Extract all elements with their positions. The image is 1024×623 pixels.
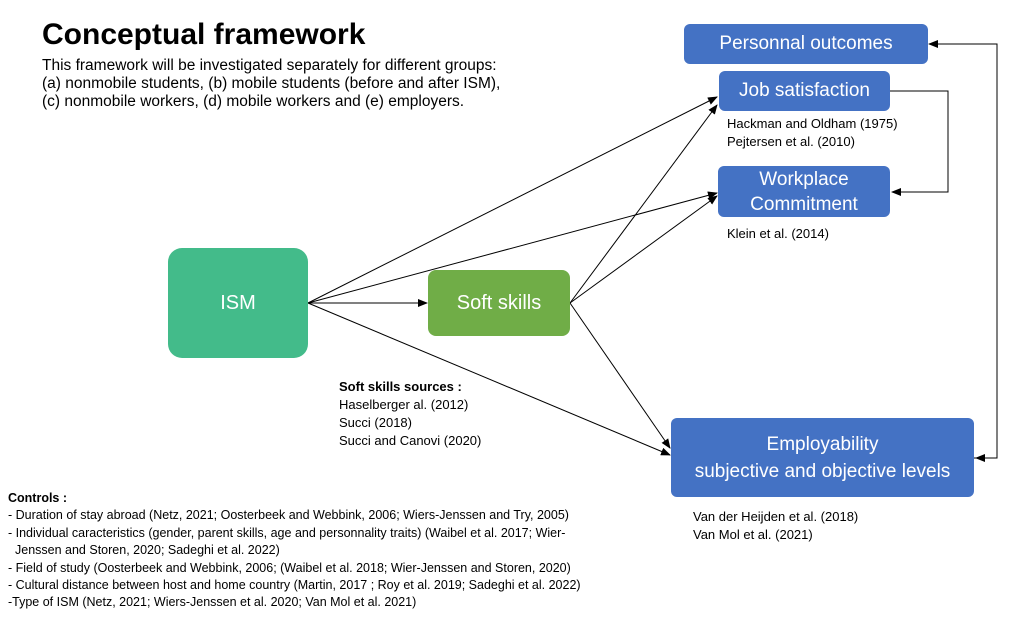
arrow-soft-workplace-commitment bbox=[569, 195, 718, 304]
controls-item: Jenssen and Storen, 2020; Sadeghi et al.… bbox=[15, 543, 280, 558]
node-employability: Employability subjective and objective l… bbox=[671, 418, 974, 497]
reference: Haselberger al. (2012) bbox=[339, 397, 469, 412]
reference: Pejtersen et al. (2010) bbox=[727, 134, 855, 149]
controls-item: - Field of study (Oosterbeek and Webbink… bbox=[8, 560, 571, 575]
arrow-soft-job-satisfaction bbox=[569, 104, 718, 304]
node-workplace-commitment-label: Workplace bbox=[759, 168, 849, 190]
arrow-ism-employability bbox=[307, 302, 671, 456]
intro-line: This framework will be investigated sepa… bbox=[42, 57, 497, 74]
refs-workplace-commitment: Klein et al. (2014) bbox=[727, 225, 829, 243]
node-job-satisfaction-label: Job satisfaction bbox=[739, 80, 870, 101]
node-ism-label: ISM bbox=[220, 291, 256, 314]
reference: Van Mol et al. (2021) bbox=[693, 527, 813, 542]
node-workplace-commitment-label: Commitment bbox=[750, 193, 858, 215]
node-job-satisfaction: Job satisfaction bbox=[719, 71, 890, 111]
node-personal-outcomes-label: Personnal outcomes bbox=[719, 33, 893, 54]
reference: Hackman and Oldham (1975) bbox=[727, 116, 898, 131]
node-employability-sublabel: subjective and objective levels bbox=[694, 460, 951, 482]
intro-text: This framework will be investigated sepa… bbox=[42, 57, 500, 111]
controls-item: - Duration of stay abroad (Netz, 2021; O… bbox=[8, 508, 569, 523]
controls-list: Controls : - Duration of stay abroad (Ne… bbox=[8, 490, 581, 612]
node-workplace-commitment: Workplace Commitment bbox=[718, 166, 890, 217]
node-soft-skills-label: Soft skills bbox=[456, 291, 542, 314]
reference: Klein et al. (2014) bbox=[727, 226, 829, 241]
controls-item: - Cultural distance between host and hom… bbox=[8, 578, 581, 593]
refs-job-satisfaction: Hackman and Oldham (1975) Pejtersen et a… bbox=[727, 115, 898, 151]
reference: Succi and Canovi (2020) bbox=[339, 433, 482, 448]
intro-line: (c) nonmobile workers, (d) mobile worker… bbox=[42, 93, 465, 110]
arrow-employability-to-personal bbox=[928, 40, 998, 459]
arrow-ism-job-satisfaction bbox=[307, 96, 718, 304]
node-employability-label: Employability bbox=[766, 433, 879, 455]
node-soft-skills: Soft skills bbox=[428, 270, 570, 336]
reference: Van der Heijden et al. (2018) bbox=[693, 509, 859, 524]
arrow-soft-employability bbox=[569, 302, 671, 449]
controls-item: -Type of ISM (Netz, 2021; Wiers-Jenssen … bbox=[8, 595, 417, 610]
node-personal-outcomes: Personnal outcomes bbox=[684, 24, 928, 64]
node-ism: ISM bbox=[168, 248, 308, 358]
controls-title: Controls : bbox=[8, 491, 68, 505]
intro-line: (a) nonmobile students, (b) mobile stude… bbox=[42, 75, 501, 92]
refs-soft-skills-title: Soft skills sources : bbox=[339, 379, 462, 394]
refs-soft-skills: Soft skills sources : Haselberger al. (2… bbox=[339, 378, 481, 450]
arrow-ism-workplace-commitment bbox=[307, 191, 718, 304]
reference: Succi (2018) bbox=[339, 415, 412, 430]
page-title: Conceptual framework bbox=[42, 18, 366, 51]
arrow-job-to-commitment bbox=[890, 90, 949, 196]
controls-item: - Individual caracteristics (gender, par… bbox=[8, 525, 566, 540]
refs-employability: Van der Heijden et al. (2018) Van Mol et… bbox=[693, 508, 858, 544]
